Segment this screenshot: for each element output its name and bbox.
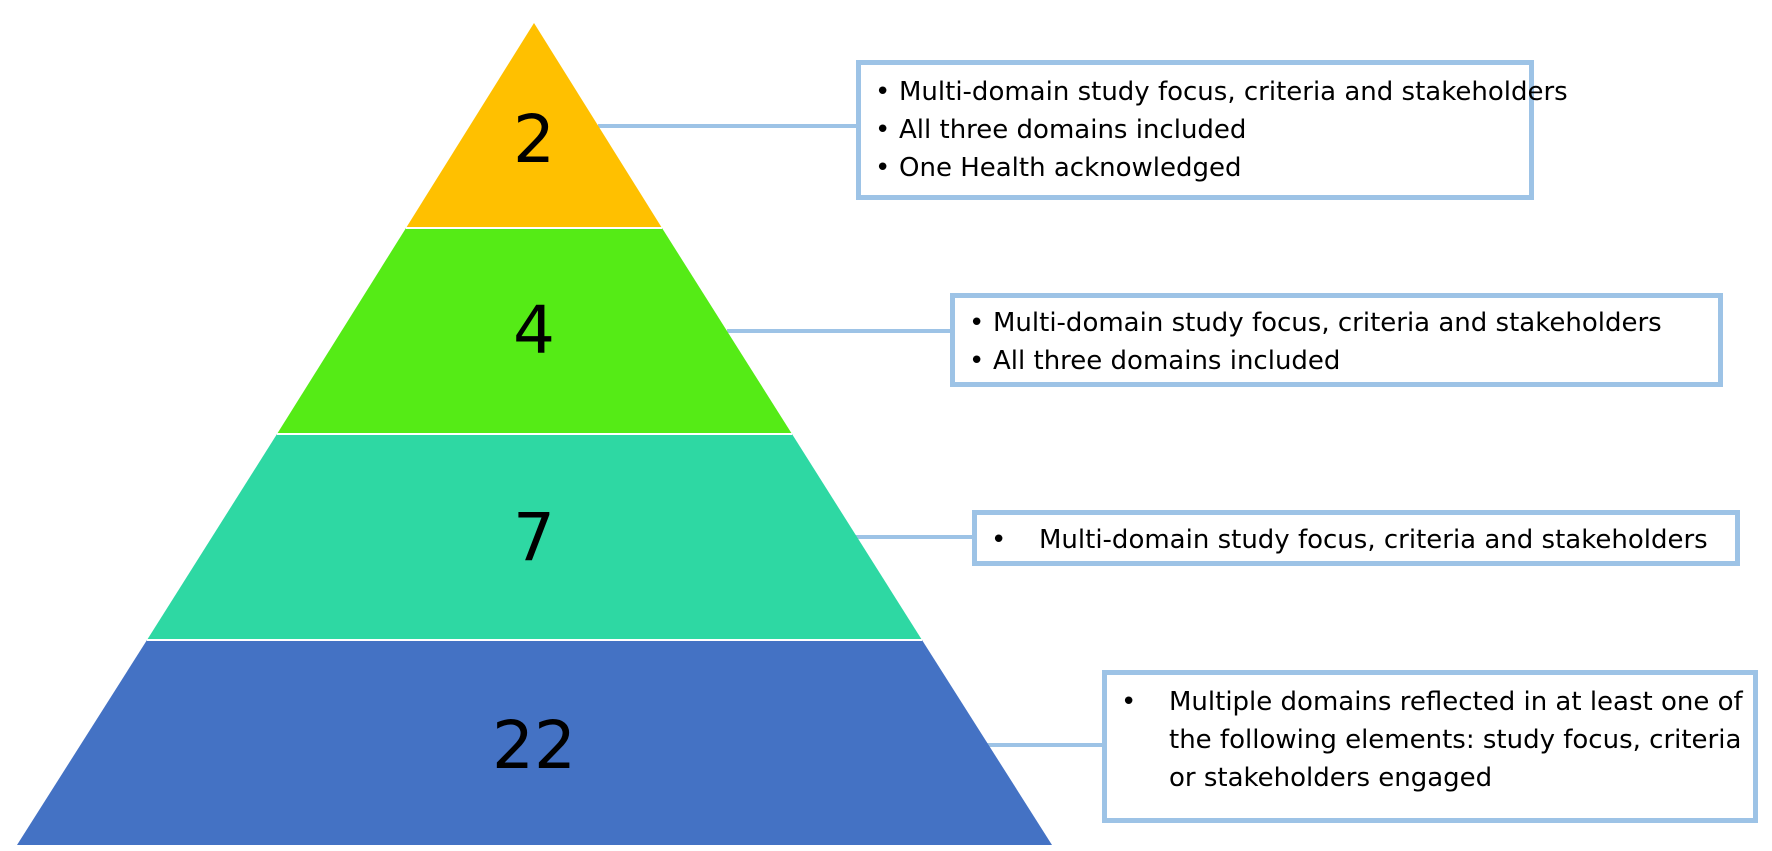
tier-3-segment xyxy=(147,434,922,640)
tier-1-bullet-list: Multi-domain study focus, criteria and s… xyxy=(871,73,1568,187)
tier-1-description-box: Multi-domain study focus, criteria and s… xyxy=(856,60,1568,200)
tier-4-bullet-list: Multiple domains reflected in at least o… xyxy=(1117,683,1743,797)
tier-1-number: 2 xyxy=(513,101,555,178)
tier-2-bullet-list: Multi-domain study focus, criteria and s… xyxy=(965,304,1708,380)
tier-2-segment xyxy=(277,228,792,434)
tier-4-segment xyxy=(17,640,1052,845)
tier-1-bullet: Multi-domain study focus, criteria and s… xyxy=(871,73,1568,111)
tier-3-bullet-list: Multi-domain study focus, criteria and s… xyxy=(987,521,1725,559)
tier-2-description-box: Multi-domain study focus, criteria and s… xyxy=(950,293,1723,387)
tier-4-number: 22 xyxy=(492,707,576,784)
tier-1-segment xyxy=(406,23,662,228)
tier-1-bullet: One Health acknowledged xyxy=(871,149,1519,187)
tier-3-number: 7 xyxy=(513,499,555,576)
tier-4-description-box: Multiple domains reflected in at least o… xyxy=(1102,670,1758,823)
tier-2-bullet: All three domains included xyxy=(965,342,1708,380)
tier-3-description-box: Multi-domain study focus, criteria and s… xyxy=(972,510,1740,566)
tier-1-bullet: All three domains included xyxy=(871,111,1519,149)
tier-2-number: 4 xyxy=(513,292,555,369)
tier-2-bullet: Multi-domain study focus, criteria and s… xyxy=(965,304,1708,342)
tier-4-bullet: Multiple domains reflected in at least o… xyxy=(1117,683,1743,797)
tier-3-bullet: Multi-domain study focus, criteria and s… xyxy=(987,521,1725,559)
